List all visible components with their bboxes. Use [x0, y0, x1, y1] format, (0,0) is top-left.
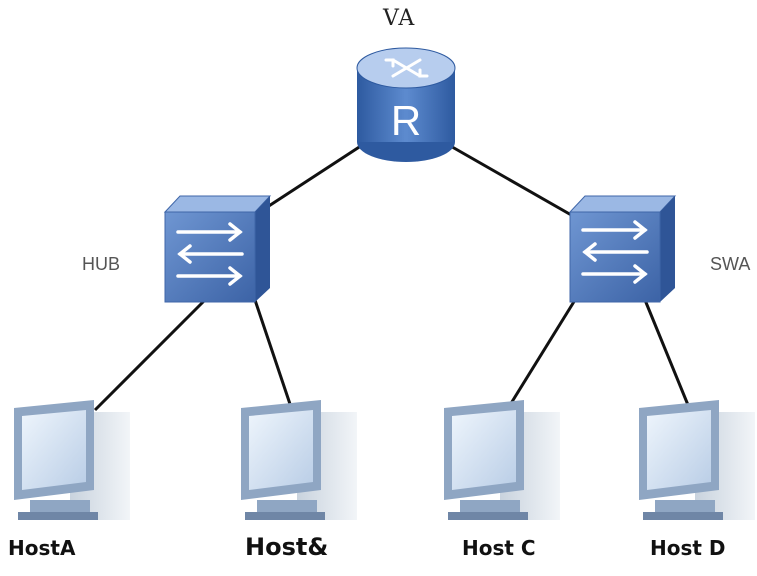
host-a-pc-icon	[14, 400, 130, 520]
link-hub-hostb	[253, 299, 294, 411]
host-b-label: Host&	[245, 533, 329, 561]
link-router-hub	[254, 138, 371, 217]
switch-label: SWA	[710, 254, 751, 274]
router-glyph: R	[391, 97, 421, 144]
host-b-pc-icon	[241, 400, 357, 520]
link-switch-hostc	[508, 299, 577, 406]
host-c-label: Host C	[462, 536, 536, 560]
link-router-switch	[439, 138, 581, 222]
switch-icon	[568, 195, 677, 303]
hub-label: HUB	[82, 254, 121, 274]
host-d-label: Host D	[650, 536, 726, 560]
host-a-label: HostA	[8, 536, 76, 560]
host-d-pc-icon	[639, 400, 755, 520]
link-hub-hosta	[93, 298, 207, 412]
hub-icon	[163, 195, 272, 303]
router-label: VA	[383, 6, 416, 31]
host-c-pc-icon	[444, 400, 560, 520]
link-switch-hostd	[643, 299, 690, 406]
router-icon: R	[356, 47, 456, 162]
links	[93, 138, 690, 412]
